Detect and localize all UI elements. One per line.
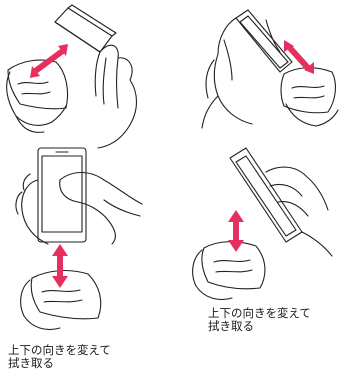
caption-line-2: 拭き取る — [8, 356, 54, 370]
caption-bottom-left: 上下の向きを変えて 拭き取る — [8, 344, 111, 370]
cloth — [7, 59, 69, 110]
cloth — [201, 241, 266, 290]
phone-body — [229, 147, 303, 243]
caption-line-1: 上下の向きを変えて — [208, 306, 311, 320]
wipe-illustration-top-left — [0, 0, 174, 150]
cloth — [280, 67, 337, 114]
wipe-illustration-bottom-right — [174, 140, 348, 310]
phone-body — [235, 9, 293, 73]
phone-wipe-drawing — [201, 9, 339, 129]
cloth — [30, 269, 102, 320]
wipe-illustration-bottom-left — [0, 140, 174, 340]
caption-line-1: 上下の向きを変えて — [8, 343, 111, 357]
double-arrow — [30, 44, 68, 78]
double-arrow — [284, 40, 314, 74]
caption-line-2: 拭き取る — [208, 319, 254, 333]
double-arrow — [52, 244, 68, 288]
phone-body — [37, 147, 87, 243]
phone-wipe-drawing — [6, 4, 138, 149]
phone-wipe-drawing — [192, 147, 333, 301]
caption-bottom-right: 上下の向きを変えて 拭き取る — [208, 307, 311, 333]
wipe-illustration-top-right — [174, 0, 348, 150]
double-arrow — [228, 210, 244, 252]
phone-wipe-drawing — [15, 147, 143, 331]
